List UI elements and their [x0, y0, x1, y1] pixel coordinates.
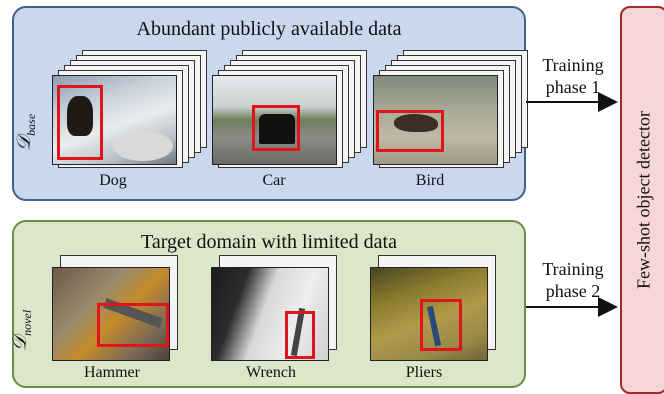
training-phase-1-line2: phase 1	[545, 77, 601, 97]
training-phase-1-line1: Training	[542, 55, 604, 75]
wrench-bounding-box	[285, 311, 315, 359]
few-shot-detector-box: Few-shot object detector	[620, 6, 664, 394]
novel-panel-title: Target domain with limited data	[141, 231, 397, 253]
wrench-caption: Wrench	[246, 364, 296, 381]
training-phase-1-label: Training phase 1	[528, 54, 618, 98]
car-caption: Car	[262, 172, 286, 189]
training-phase-2-label: Training phase 2	[528, 258, 618, 302]
training-phase-2-line1: Training	[542, 259, 604, 279]
dog-caption: Dog	[99, 172, 127, 189]
pliers-caption: Pliers	[405, 364, 443, 381]
pliers-photo	[370, 267, 488, 361]
bird-caption: Bird	[415, 172, 445, 189]
bird-bounding-box	[376, 110, 444, 152]
dog-bounding-box	[57, 85, 103, 160]
detector-label: Few-shot object detector	[633, 111, 654, 289]
base-panel-title: Abundant publicly available data	[136, 18, 402, 40]
hammer-bounding-box	[97, 303, 169, 347]
dog-photo	[52, 75, 177, 165]
car-bounding-box	[252, 105, 300, 151]
pliers-bounding-box	[420, 299, 462, 351]
wrench-photo	[211, 267, 329, 361]
training-phase-2-line2: phase 2	[545, 281, 601, 301]
hammer-caption: Hammer	[84, 364, 140, 381]
